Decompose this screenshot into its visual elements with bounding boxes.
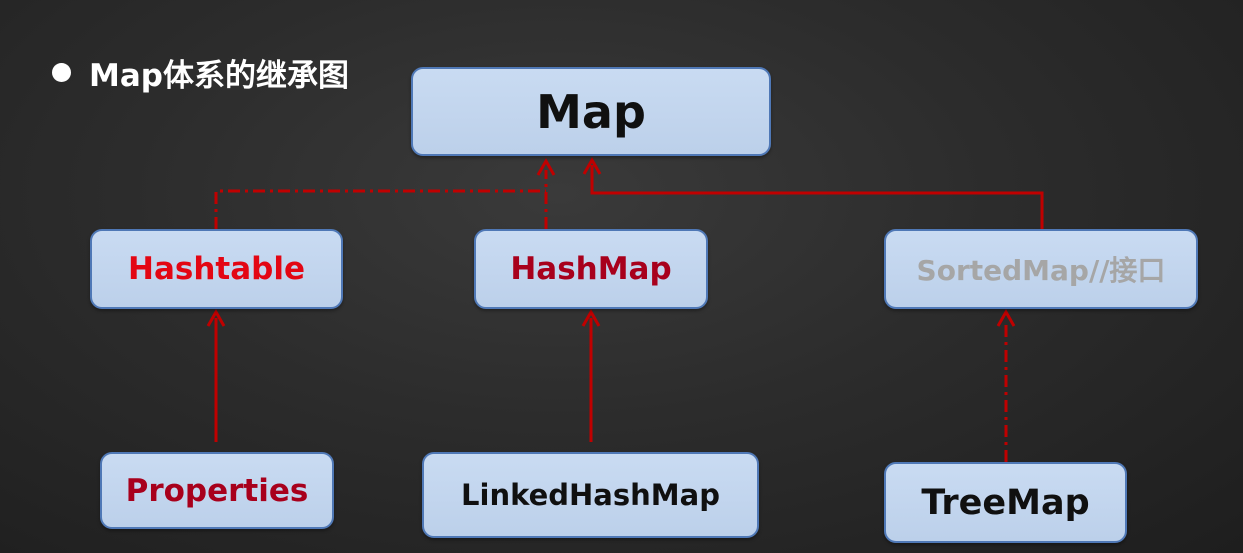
edge-treemap-arrowhead xyxy=(996,308,1016,327)
edge-sortedmap-to-map xyxy=(590,165,1044,229)
node-hashtable: Hashtable xyxy=(90,229,343,309)
node-sortedmap: SortedMap//接口 xyxy=(884,229,1198,309)
heading-text: Map体系的继承图 xyxy=(89,58,349,94)
edge-hashtable-to-map xyxy=(214,189,546,229)
node-treemap: TreeMap xyxy=(884,462,1127,543)
node-linkedhashmap-label: LinkedHashMap xyxy=(461,478,720,512)
bullet-icon xyxy=(52,63,71,82)
edge-linkedhashmap-arrowhead xyxy=(581,308,601,327)
node-map-label: Map xyxy=(536,84,646,139)
node-hashtable-label: Hashtable xyxy=(128,251,305,287)
node-treemap-label: TreeMap xyxy=(921,482,1090,523)
node-properties-label: Properties xyxy=(125,472,309,509)
node-sortedmap-label: SortedMap//接口 xyxy=(916,254,1166,287)
node-properties: Properties xyxy=(100,452,334,529)
node-hashmap-label: HashMap xyxy=(510,251,672,287)
edge-properties-arrowhead xyxy=(206,308,226,327)
node-linkedhashmap: LinkedHashMap xyxy=(422,452,759,538)
edge-hashmap-arrowhead xyxy=(536,157,556,176)
edge-sortedmap-arrowhead xyxy=(582,156,602,175)
node-map: Map xyxy=(411,67,771,156)
diagram-heading: Map体系的继承图 xyxy=(52,50,349,95)
node-hashmap: HashMap xyxy=(474,229,708,309)
